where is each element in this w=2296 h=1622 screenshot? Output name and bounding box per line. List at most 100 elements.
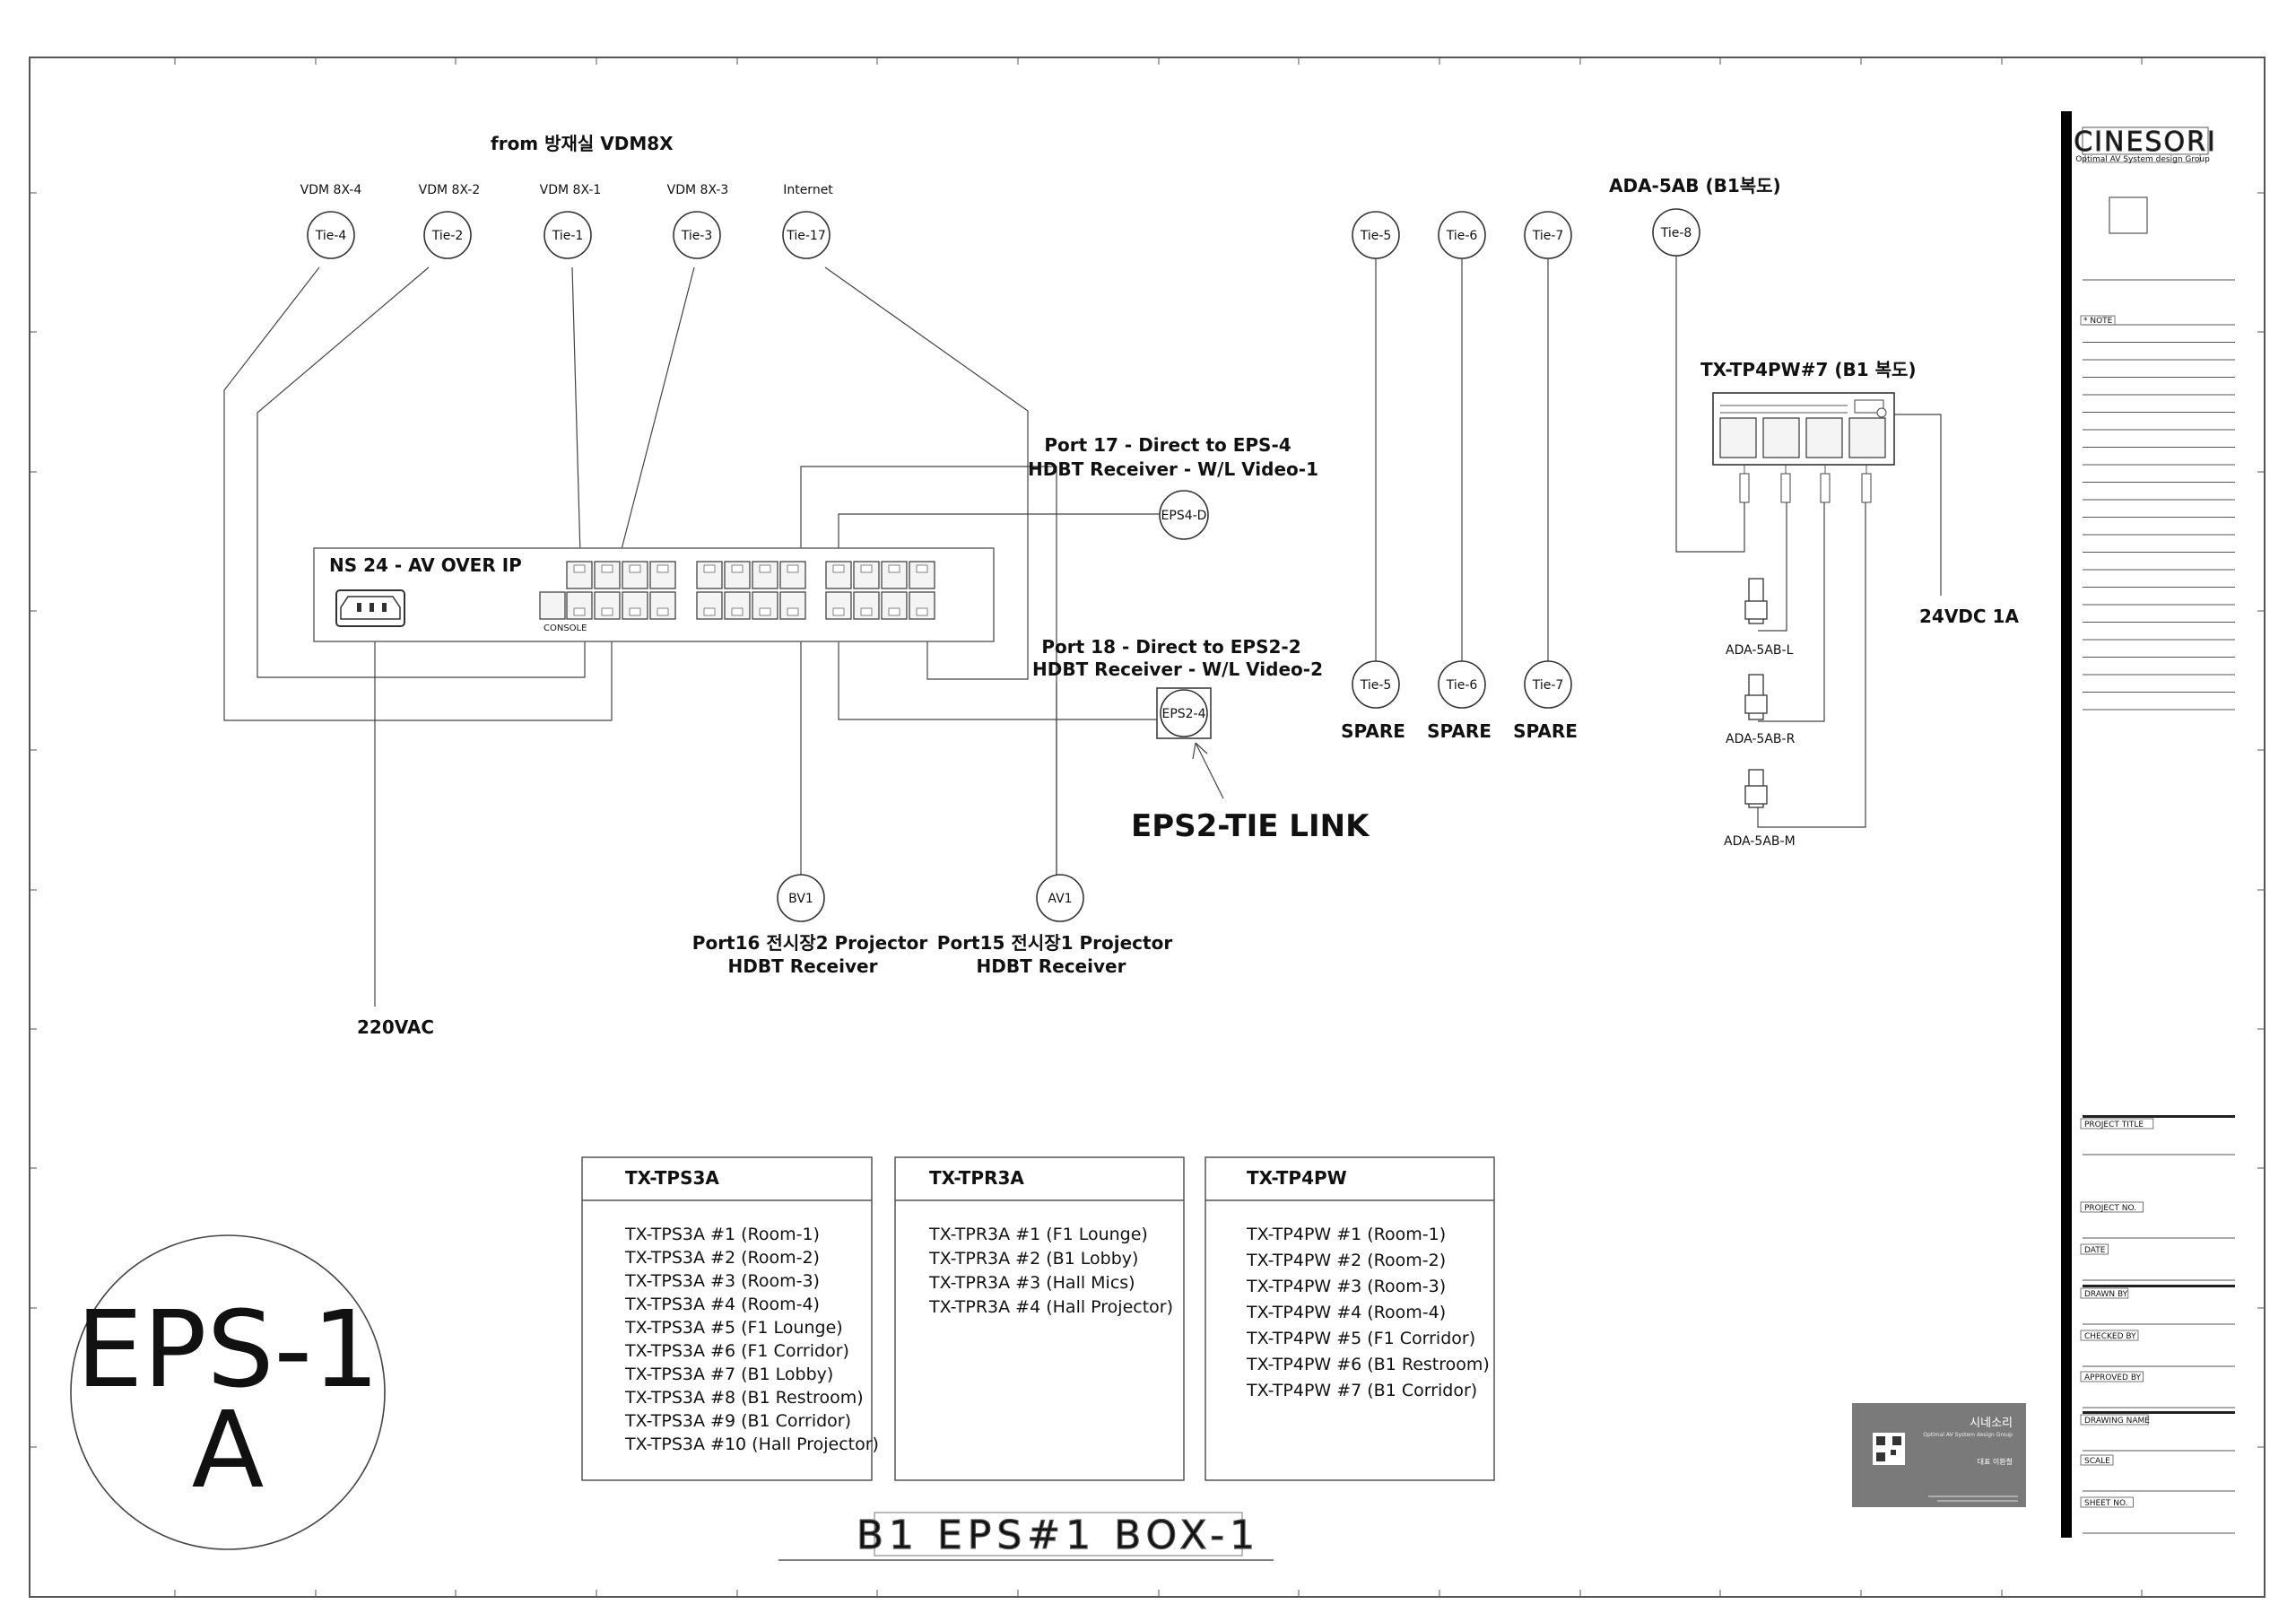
- tie-circle: [1438, 660, 1486, 709]
- tie-circle-label: Tie-1: [552, 229, 584, 243]
- tie-circle: [1438, 211, 1486, 259]
- table-item: TX-TPR3A #1 (F1 Lounge): [928, 1225, 1148, 1244]
- table-item: TX-TPS3A #2 (Room-2): [624, 1248, 820, 1268]
- table-title: TX-TPS3A: [625, 1167, 719, 1189]
- note-lines: [2083, 324, 2235, 711]
- eps4-circle-label: EPS4-D: [1161, 509, 1207, 523]
- ethernet-port: [622, 591, 648, 620]
- av1-line1: Port15 전시장1 Projector: [937, 932, 1173, 954]
- title-block-stamp-box: [2109, 196, 2148, 234]
- top-ties: VDM 8X-4 Tie-4 VDM 8X-2 Tie-2 VDM 8X-1 T…: [300, 183, 833, 259]
- spare-label: SPARE: [1513, 720, 1578, 742]
- tie-label: VDM 8X-4: [300, 183, 362, 197]
- spare-label: SPARE: [1341, 720, 1405, 742]
- tie-circle: [673, 211, 721, 259]
- card-company: 시네소리: [1970, 1417, 2013, 1430]
- frame-ticks: [30, 57, 2265, 1597]
- switch-title: NS 24 - AV OVER IP: [329, 554, 522, 576]
- av1-group: AV1 Port15 전시장1 Projector HDBT Receiver: [937, 874, 1173, 977]
- console-label: CONSOLE: [544, 624, 587, 633]
- av1-line2: HDBT Receiver: [977, 955, 1126, 977]
- ada-device-label: ADA-5AB-R: [1726, 732, 1796, 746]
- tx-tp4pw-device: TX-TP4PW#7 (B1 복도): [1700, 359, 1917, 503]
- ada-device-label: ADA-5AB-M: [1724, 834, 1796, 849]
- eps4-line2: HDBT Receiver - W/L Video-1: [1028, 458, 1318, 480]
- table-items: TX-TP4PW #1 (Room-1)TX-TP4PW #2 (Room-2)…: [1246, 1225, 1490, 1400]
- table-item: TX-TPS3A #7 (B1 Lobby): [624, 1365, 833, 1384]
- ethernet-port: [752, 561, 778, 589]
- card-person: 대표 이환철: [1978, 1457, 2013, 1466]
- title-block-field: SCALE: [2084, 1457, 2110, 1466]
- ethernet-port: [696, 591, 723, 620]
- eps2-tie-link: EPS2-TIE LINK: [1131, 808, 1370, 844]
- from-vdm-label: from 방재실 VDM8X: [491, 133, 674, 154]
- tie-circle-label: Tie-7: [1532, 229, 1564, 243]
- console-port: [539, 591, 566, 620]
- tie-circle-label: Tie-6: [1446, 229, 1478, 243]
- eps4-group: Port 17 - Direct to EPS-4 HDBT Receiver …: [1028, 434, 1318, 540]
- tie-label: VDM 8X-1: [540, 183, 602, 197]
- tie-circle-label: Tie-5: [1360, 229, 1392, 243]
- table-item: TX-TPS3A #10 (Hall Projector): [624, 1435, 879, 1454]
- title-block-field: SHEET NO.: [2084, 1499, 2128, 1508]
- bv1-line2: HDBT Receiver: [728, 955, 878, 977]
- bv1-circle-label: BV1: [788, 892, 813, 906]
- tie-circle: [307, 211, 355, 259]
- ada-device-label: ADA-5AB-L: [1726, 643, 1794, 658]
- eps-big-label: EPS-1 A: [70, 1234, 386, 1550]
- title-block-field: PROJECT NO.: [2084, 1204, 2136, 1213]
- tie-circle-label: Tie-7: [1532, 678, 1564, 693]
- eps-big-line2: A: [192, 1388, 265, 1512]
- table-item: TX-TPS3A #4 (Room-4): [624, 1295, 820, 1314]
- bv1-group: BV1 Port16 전시장2 Projector HDBT Receiver: [692, 874, 927, 977]
- ada-devices: ADA-5AB-L ADA-5AB-R ADA-5AB-M: [1724, 578, 1796, 849]
- card-tagline: Optimal AV System design Group: [1923, 1432, 2013, 1438]
- drawing-title-text: B1 EPS#1 BOX-1: [857, 1513, 1260, 1558]
- dc-power-label: 24VDC 1A: [1919, 606, 2019, 627]
- title-block-field: DRAWING NAME: [2084, 1417, 2150, 1426]
- eps2-circle-label: EPS2-4: [1161, 707, 1205, 721]
- table-items: TX-TPS3A #1 (Room-1)TX-TPS3A #2 (Room-2)…: [624, 1225, 879, 1454]
- ns24-switch: NS 24 - AV OVER IP CONSOLE: [313, 547, 995, 642]
- tie-label: VDM 8X-2: [419, 183, 481, 197]
- table-items: TX-TPR3A #1 (F1 Lounge)TX-TPR3A #2 (B1 L…: [928, 1225, 1173, 1317]
- eps2-group: Port 18 - Direct to EPS2-2 HDBT Receiver…: [1032, 636, 1370, 844]
- power-label: 220VAC: [357, 1016, 434, 1038]
- table-item: TX-TPS3A #8 (B1 Restroom): [624, 1388, 864, 1408]
- table-item: TX-TPS3A #5 (F1 Lounge): [624, 1318, 843, 1338]
- eps2-line2: HDBT Receiver - W/L Video-2: [1032, 658, 1323, 680]
- tie-circle: [782, 211, 831, 259]
- tie-circle-label: Tie-3: [681, 229, 713, 243]
- table-item: TX-TPR3A #3 (Hall Mics): [928, 1273, 1135, 1293]
- tie-circle: [1352, 660, 1400, 709]
- tie-circle: [1524, 660, 1572, 709]
- drawing-frame: [29, 57, 2266, 1598]
- eps4-line1: Port 17 - Direct to EPS-4: [1044, 434, 1291, 456]
- title-block-field: APPROVED BY: [2084, 1373, 2142, 1382]
- table-title: TX-TP4PW: [1247, 1167, 1347, 1189]
- tie-label: VDM 8X-3: [667, 183, 729, 197]
- port-grid: [566, 561, 935, 620]
- table-item: TX-TP4PW #6 (B1 Restroom): [1246, 1355, 1490, 1374]
- tie-circle: [1352, 211, 1400, 259]
- ethernet-port: [594, 561, 621, 589]
- eps2-line1: Port 18 - Direct to EPS2-2: [1041, 636, 1300, 658]
- tie-circle-label: Tie-4: [315, 229, 347, 243]
- table-item: TX-TP4PW #5 (F1 Corridor): [1246, 1329, 1475, 1348]
- wiring: [223, 251, 1942, 1007]
- table-tps3a: TX-TPS3A TX-TPS3A #1 (Room-1)TX-TPS3A #2…: [581, 1156, 879, 1481]
- eps-big-line1: EPS-1: [76, 1287, 379, 1411]
- table-item: TX-TPS3A #3 (Room-3): [624, 1271, 820, 1291]
- table-item: TX-TPS3A #6 (F1 Corridor): [624, 1341, 849, 1361]
- tie-circle-label: Tie-8: [1660, 226, 1692, 240]
- tie-circle: [1652, 208, 1700, 257]
- spare-ties-bottom: Tie-5 SPARE Tie-6 SPARE Tie-7 SPARE: [1341, 660, 1578, 742]
- spare-ties-top: Tie-5 Tie-6 Tie-7 ADA-5AB (B1복도) Tie-8: [1352, 175, 1781, 259]
- title-block-field: DRAWN BY: [2084, 1290, 2128, 1299]
- table-tp4pw: TX-TP4PW TX-TP4PW #1 (Room-1)TX-TP4PW #2…: [1205, 1156, 1495, 1481]
- table-item: TX-TP4PW #7 (B1 Corridor): [1246, 1381, 1477, 1400]
- table-item: TX-TP4PW #1 (Room-1): [1246, 1225, 1446, 1244]
- eps2-circle: [1160, 689, 1208, 737]
- spare-label: SPARE: [1427, 720, 1492, 742]
- title-block-logo-sub: Optimal AV System design Group: [2075, 155, 2210, 164]
